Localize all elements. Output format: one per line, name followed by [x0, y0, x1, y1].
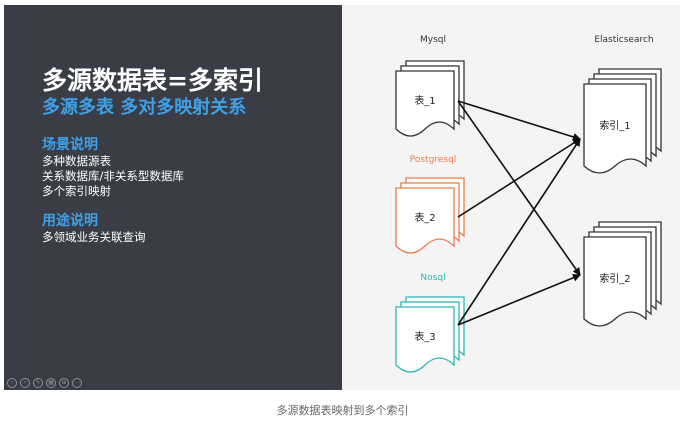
stack-label: 表_1: [414, 94, 435, 107]
grid-icon[interactable]: ▦: [46, 378, 56, 388]
source-label: Nosql: [420, 273, 445, 283]
section-item: 多个索引映射: [42, 184, 111, 198]
slide-title: 多源数据表=多索引: [42, 66, 263, 95]
section-item: 多领域业务关联查询: [42, 230, 146, 244]
source-label: Postgresql: [410, 155, 457, 165]
stack-label: 表_2: [414, 211, 435, 224]
left-panel: 多源数据表=多索引 多源多表 多对多映射关系 场景说明 多种数据源表 关系数据库…: [4, 5, 342, 390]
section-heading-scenario: 场景说明: [42, 137, 98, 153]
source-stack-2: 表_2 Postgresql: [395, 155, 465, 254]
section-item: 多种数据源表: [42, 154, 111, 168]
index-stack-1: 索引_1: [583, 68, 662, 174]
mapping-arrow: [457, 138, 581, 218]
mapping-arrow: [457, 100, 581, 141]
target-label: Elasticsearch: [594, 35, 653, 45]
zoom-icon[interactable]: ⊕: [59, 378, 69, 388]
prev-icon[interactable]: ‹: [7, 378, 17, 388]
mapping-arrow: [457, 100, 581, 276]
stack-label: 索引_2: [599, 272, 630, 285]
next-icon[interactable]: ›: [20, 378, 30, 388]
mapping-diagram: 表_1 Mysql 表_2 Postgresql 表_3 Nosql Elasticsear…: [395, 35, 662, 373]
stack-label: 表_3: [414, 330, 435, 343]
source-stack-1: 表_1 Mysql: [395, 35, 465, 137]
player-controls: ‹ › ✎ ▦ ⊕ ⋯: [7, 378, 82, 388]
section-heading-purpose: 用途说明: [42, 213, 98, 229]
mapping-arrow: [457, 138, 581, 326]
diagram-panel: 表_1 Mysql 表_2 Postgresql 表_3 Nosql Elasticsear…: [342, 5, 680, 390]
pen-icon[interactable]: ✎: [33, 378, 43, 388]
stack-label: 索引_1: [599, 119, 630, 132]
mapping-arrow: [457, 273, 581, 326]
source-label: Mysql: [420, 35, 446, 45]
slide: 多源数据表=多索引 多源多表 多对多映射关系 场景说明 多种数据源表 关系数据库…: [4, 5, 680, 390]
index-stack-2: 索引_2: [583, 221, 662, 327]
figure-caption: 多源数据表映射到多个索引: [276, 404, 409, 417]
section-item: 关系数据库/非关系型数据库: [42, 169, 184, 183]
menu-icon[interactable]: ⋯: [72, 378, 82, 388]
slide-subtitle: 多源多表 多对多映射关系: [42, 97, 247, 118]
source-stack-3: 表_3 Nosql: [395, 273, 465, 373]
